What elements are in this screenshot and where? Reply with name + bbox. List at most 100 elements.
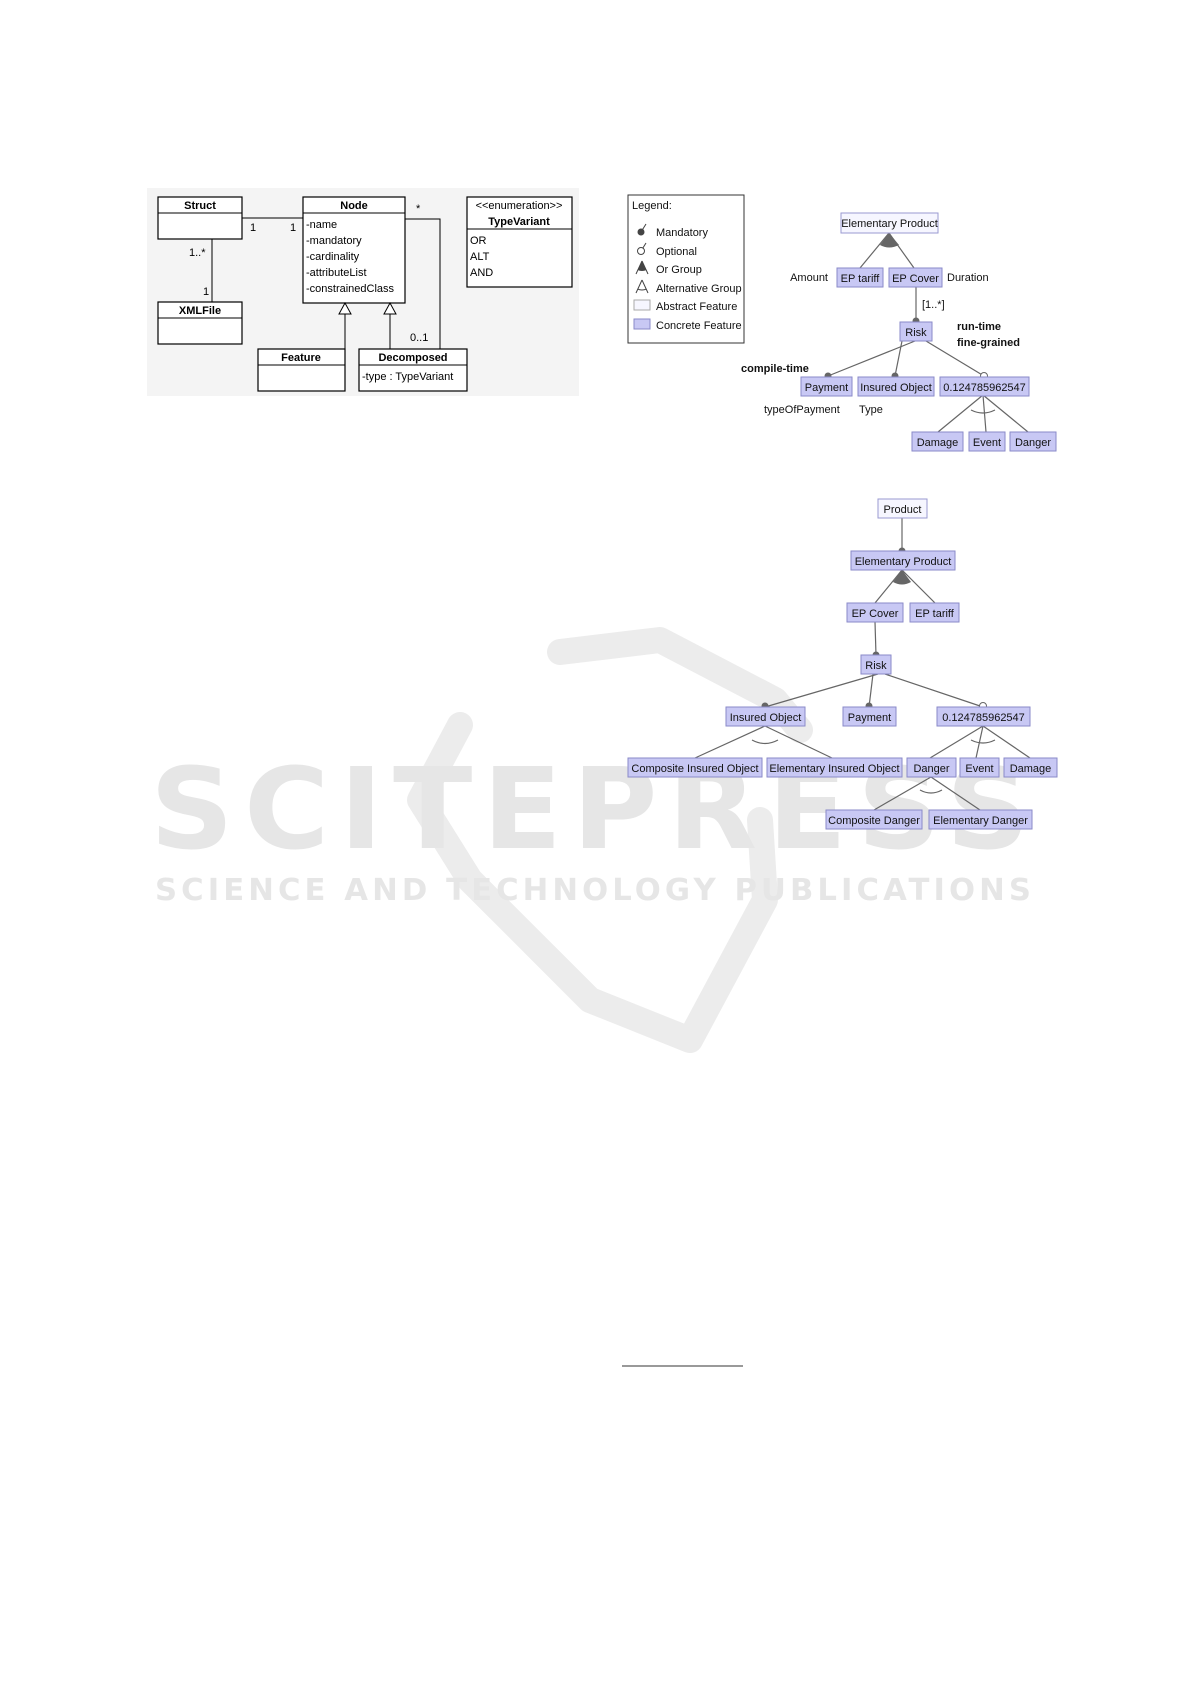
fm2-node-elementary-danger	[928, 809, 1033, 830]
alternative-group-icon	[970, 739, 996, 744]
fm1-label: Event	[973, 437, 1001, 449]
legend-label: Mandatory	[656, 227, 708, 239]
multiplicity-label: *	[416, 203, 421, 215]
fm2-node-ep-tariff	[909, 602, 960, 623]
fm1-label: Insured Object	[860, 382, 932, 394]
uml-class-xmlfile: XMLFile	[157, 301, 243, 345]
node-attr: -name	[306, 219, 337, 231]
fm2-node-damage	[1003, 757, 1058, 778]
uml-enum-typevariant: <<enumeration>> TypeVariant OR ALT AND	[466, 196, 573, 288]
or-group-icon	[893, 570, 911, 585]
fm1-node-insured-object	[857, 376, 935, 397]
fm1-attribute-label: Amount	[790, 272, 828, 284]
node-attr: -mandatory	[306, 235, 362, 247]
fm1-node-elementary-product	[840, 212, 939, 234]
fm2-label: Danger	[913, 763, 949, 775]
watermark-subtitle: SCIENCE AND TECHNOLOGY PUBLICATIONS	[155, 873, 1035, 908]
fm2-label: Elementary Product	[855, 556, 952, 568]
fm1-binding-label: compile-time	[741, 363, 809, 375]
optional-icon	[637, 242, 647, 255]
fm1-label: 0.124785962547	[943, 382, 1026, 394]
fm2-node-number	[936, 706, 1031, 727]
fm1-node-event	[968, 431, 1006, 452]
fm2-label: Payment	[848, 712, 891, 724]
fm2-node-insured-object	[725, 706, 806, 727]
fm1-node-damage	[911, 431, 964, 452]
or-group-icon	[880, 233, 899, 248]
fm1-cardinality-label: [1..*]	[922, 299, 945, 311]
legend-label: Alternative Group	[656, 283, 742, 295]
fm1-binding-label: run-time	[957, 321, 1001, 333]
generalization-arrow	[338, 301, 352, 315]
fm2-label: Insured Object	[730, 712, 802, 724]
uml-class-feature: Feature	[257, 348, 346, 392]
struct-name: Struct	[184, 200, 216, 212]
legend-label: Concrete Feature	[656, 320, 742, 332]
multiplicity-label: 1..*	[189, 247, 206, 259]
fm1-node-danger	[1009, 431, 1057, 452]
uml-class-struct: Struct	[157, 196, 243, 240]
alternative-group-icon	[751, 739, 779, 745]
feature-model-1: Elementary Product EP tariff EP Cover Am…	[741, 212, 1057, 452]
fm2-node-danger	[906, 757, 957, 778]
generalization-arrow	[383, 301, 397, 315]
fm2-label: Elementary Danger	[933, 815, 1028, 827]
fm2-node-composite-danger	[825, 809, 923, 830]
fm2-node-risk	[860, 654, 892, 675]
fm2-label: Product	[884, 504, 922, 516]
fm2-node-payment	[842, 706, 897, 727]
fm2-node-ep-cover	[846, 602, 904, 623]
fm2-label: EP tariff	[915, 608, 955, 620]
feature-model-2: Product Elementary Product EP Cover EP t…	[627, 498, 1058, 830]
fm1-binding-label: fine-grained	[957, 337, 1020, 349]
uml-diagram: Struct XMLFile Node -name -mandatory -ca…	[147, 188, 579, 396]
alternative-group-icon	[970, 409, 996, 414]
fm1-node-payment	[800, 376, 853, 397]
node-name: Node	[340, 200, 368, 212]
abstract-feature-icon	[633, 299, 651, 311]
alternative-group-icon	[919, 789, 943, 794]
watermark: SCITEPRESS SCIENCE AND TECHNOLOGY PUBLIC…	[150, 627, 1035, 1053]
legend-label: Abstract Feature	[656, 301, 737, 313]
mandatory-icon	[637, 223, 647, 236]
uml-associations	[211, 217, 441, 349]
xmlfile-name: XMLFile	[179, 305, 221, 317]
node-attr: -constrainedClass	[306, 283, 395, 295]
decomposed-attr: -type : TypeVariant	[362, 371, 453, 383]
fm1-label: EP Cover	[892, 273, 939, 285]
multiplicity-label: 1	[250, 222, 256, 234]
or-group-icon	[635, 260, 649, 275]
concrete-feature-icon	[633, 318, 651, 330]
multiplicity-label: 1	[203, 286, 209, 298]
multiplicity-label: 0..1	[410, 332, 428, 344]
decomposed-name: Decomposed	[378, 352, 447, 364]
fm2-node-event	[959, 757, 1000, 778]
fm2-label: EP Cover	[852, 608, 899, 620]
fm2-node-composite-insured-object	[627, 757, 763, 778]
fm1-label: Danger	[1015, 437, 1051, 449]
fm2-label: 0.124785962547	[942, 712, 1025, 724]
enum-name: TypeVariant	[488, 216, 550, 228]
fm1-label: EP tariff	[841, 273, 881, 285]
fm1-label: Payment	[805, 382, 848, 394]
fm1-label: Elementary Product	[841, 218, 938, 230]
fm2-label: Event	[965, 763, 993, 775]
node-attr: -attributeList	[306, 267, 367, 279]
uml-class-node: Node -name -mandatory -cardinality -attr…	[302, 196, 406, 304]
enum-value: AND	[470, 267, 493, 279]
fm2-node-elementary-product	[850, 550, 956, 571]
enum-value: ALT	[470, 251, 490, 263]
fm1-attribute-label: Duration	[947, 272, 989, 284]
enum-stereotype: <<enumeration>>	[476, 200, 563, 212]
fm1-node-ep-cover	[888, 267, 943, 288]
node-attr: -cardinality	[306, 251, 360, 263]
legend-label: Or Group	[656, 264, 702, 276]
fm1-label: Risk	[905, 327, 927, 339]
fm2-label: Damage	[1010, 763, 1052, 775]
fm1-label: Damage	[917, 437, 959, 449]
alternative-group-icon	[635, 279, 649, 294]
feature-name: Feature	[281, 352, 321, 364]
fm1-attribute-label: typeOfPayment	[764, 404, 840, 416]
uml-class-decomposed: Decomposed -type : TypeVariant	[358, 348, 468, 392]
